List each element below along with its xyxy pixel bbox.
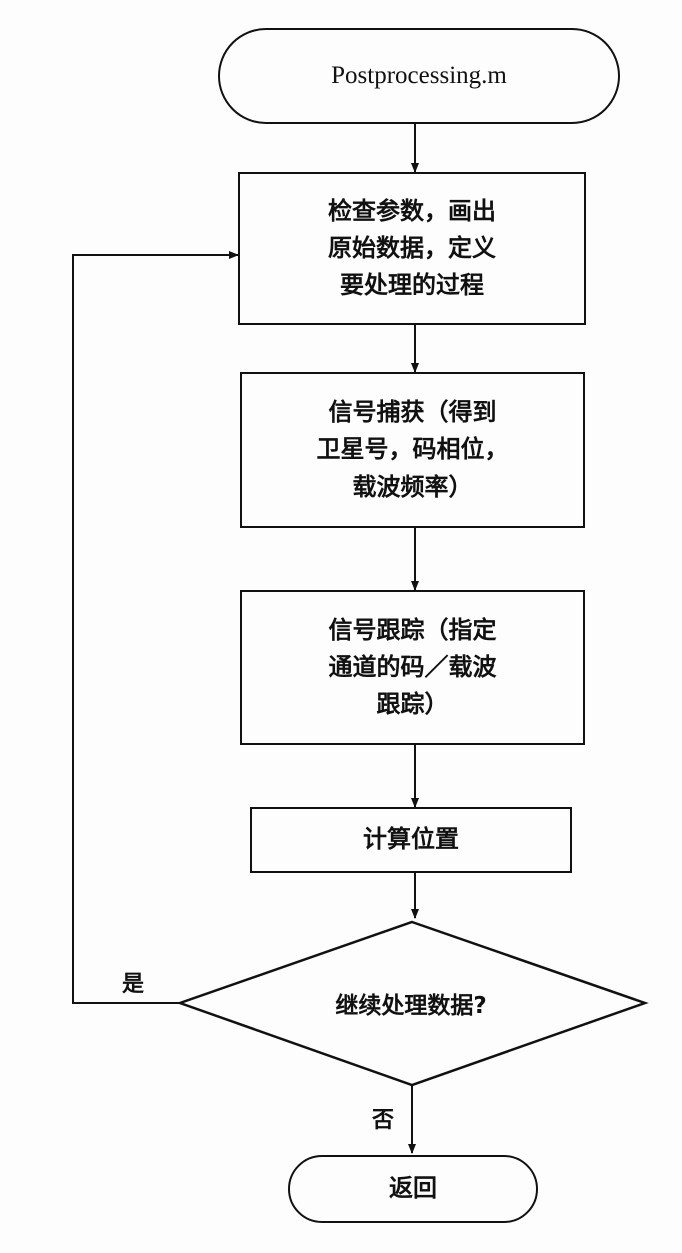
acquisition-process-box: 信号捕获（得到 卫星号，码相位， 载波频率）	[240, 372, 585, 528]
decision-label: 继续处理数据?	[335, 993, 487, 1019]
acquisition-process-label: 信号捕获（得到 卫星号，码相位， 载波频率）	[316, 398, 509, 501]
tracking-process-box: 信号跟踪（指定 通道的码／载波 跟踪）	[240, 590, 585, 745]
position-process-label: 计算位置	[363, 825, 459, 854]
start-terminal: Postprocessing.m	[218, 28, 620, 124]
tracking-process-label: 信号跟踪（指定 通道的码／载波 跟踪）	[328, 615, 497, 719]
end-terminal-label: 返回	[389, 1174, 437, 1203]
position-process-box: 计算位置	[250, 807, 572, 873]
init-process-box: 检查参数，画出 原始数据，定义 要处理的过程	[238, 172, 586, 325]
no-label: 否	[372, 1108, 395, 1133]
end-terminal: 返回	[288, 1155, 538, 1223]
yes-label: 是	[122, 972, 145, 997]
init-process-label: 检查参数，画出 原始数据，定义 要处理的过程	[328, 196, 496, 300]
arrow-yes-loop	[72, 251, 239, 1004]
start-terminal-label: Postprocessing.m	[331, 61, 507, 89]
